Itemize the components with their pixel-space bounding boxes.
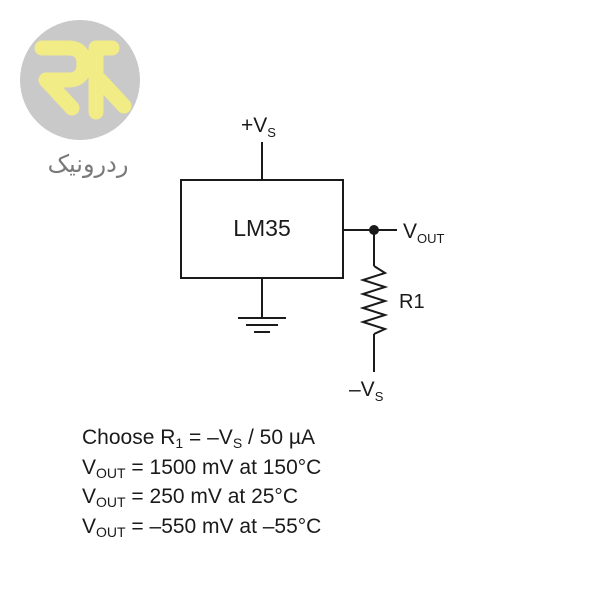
resistor [359, 265, 389, 335]
resistor-label: R1 [399, 291, 425, 313]
supply-top-label: +VS [241, 114, 276, 140]
ground-symbol [238, 317, 286, 333]
junction-dot [369, 225, 379, 235]
supply-bottom-label: –VS [349, 378, 384, 404]
logo: ردرونیک [20, 20, 140, 178]
design-notes: Choose R1 = –VS / 50 µA VOUT = 1500 mV a… [82, 423, 582, 541]
chip-label: LM35 [233, 215, 291, 241]
note-line-vout-150: VOUT = 1500 mV at 150°C [82, 455, 322, 481]
note-line-vout-25: VOUT = 250 mV at 25°C [82, 485, 298, 510]
logo-glyph [34, 40, 132, 120]
note-line-choose-r1: Choose R1 = –VS / 50 µA [82, 426, 315, 451]
note-line-vout-minus55: VOUT = –550 mV at –55°C [82, 514, 322, 540]
logo-caption: ردرونیک [48, 151, 129, 178]
lm35-chip [180, 179, 344, 279]
wires [261, 142, 397, 372]
vout-label: VOUT [403, 220, 445, 246]
